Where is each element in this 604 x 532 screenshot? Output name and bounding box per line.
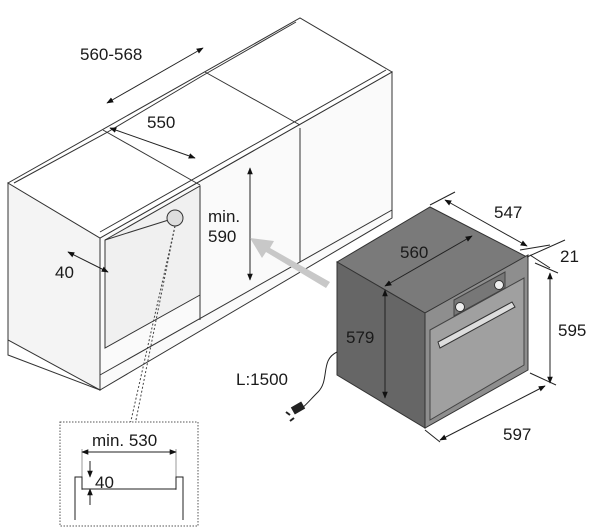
oven-body-width-label: 560 — [400, 243, 428, 262]
cable-length-label: L:1500 — [236, 370, 288, 389]
min-height-label-2: 590 — [208, 227, 236, 246]
min-height-label-1: min. — [208, 207, 240, 226]
front-thickness-label: 21 — [560, 247, 579, 266]
vent-detail-box: min. 530 40 — [59, 421, 199, 527]
vent-hole — [166, 209, 184, 227]
knob-left — [455, 302, 465, 312]
power-cable — [301, 351, 338, 409]
oven-height-label: 595 — [558, 321, 586, 340]
insert-direction-arrow — [250, 238, 330, 288]
inner-width-label: 550 — [147, 113, 175, 132]
oven-dimensions: 547 560 21 579 595 597 L:1500 — [236, 191, 586, 444]
detail-gap-label: 40 — [95, 473, 114, 492]
vent-depth-label: 40 — [55, 263, 74, 282]
plug-icon — [285, 401, 306, 422]
oven-body-height-label: 579 — [346, 328, 374, 347]
width-range-label: 560-568 — [80, 45, 142, 64]
cabinet-dimensions: 560-568 550 min. 590 40 — [55, 45, 253, 282]
detail-min-width-label: min. 530 — [92, 431, 157, 450]
knob-right — [494, 280, 504, 290]
door-handle — [437, 301, 516, 349]
kitchen-cabinet — [7, 17, 393, 426]
oven-depth-label: 547 — [494, 203, 522, 222]
oven-width-label: 597 — [503, 425, 531, 444]
